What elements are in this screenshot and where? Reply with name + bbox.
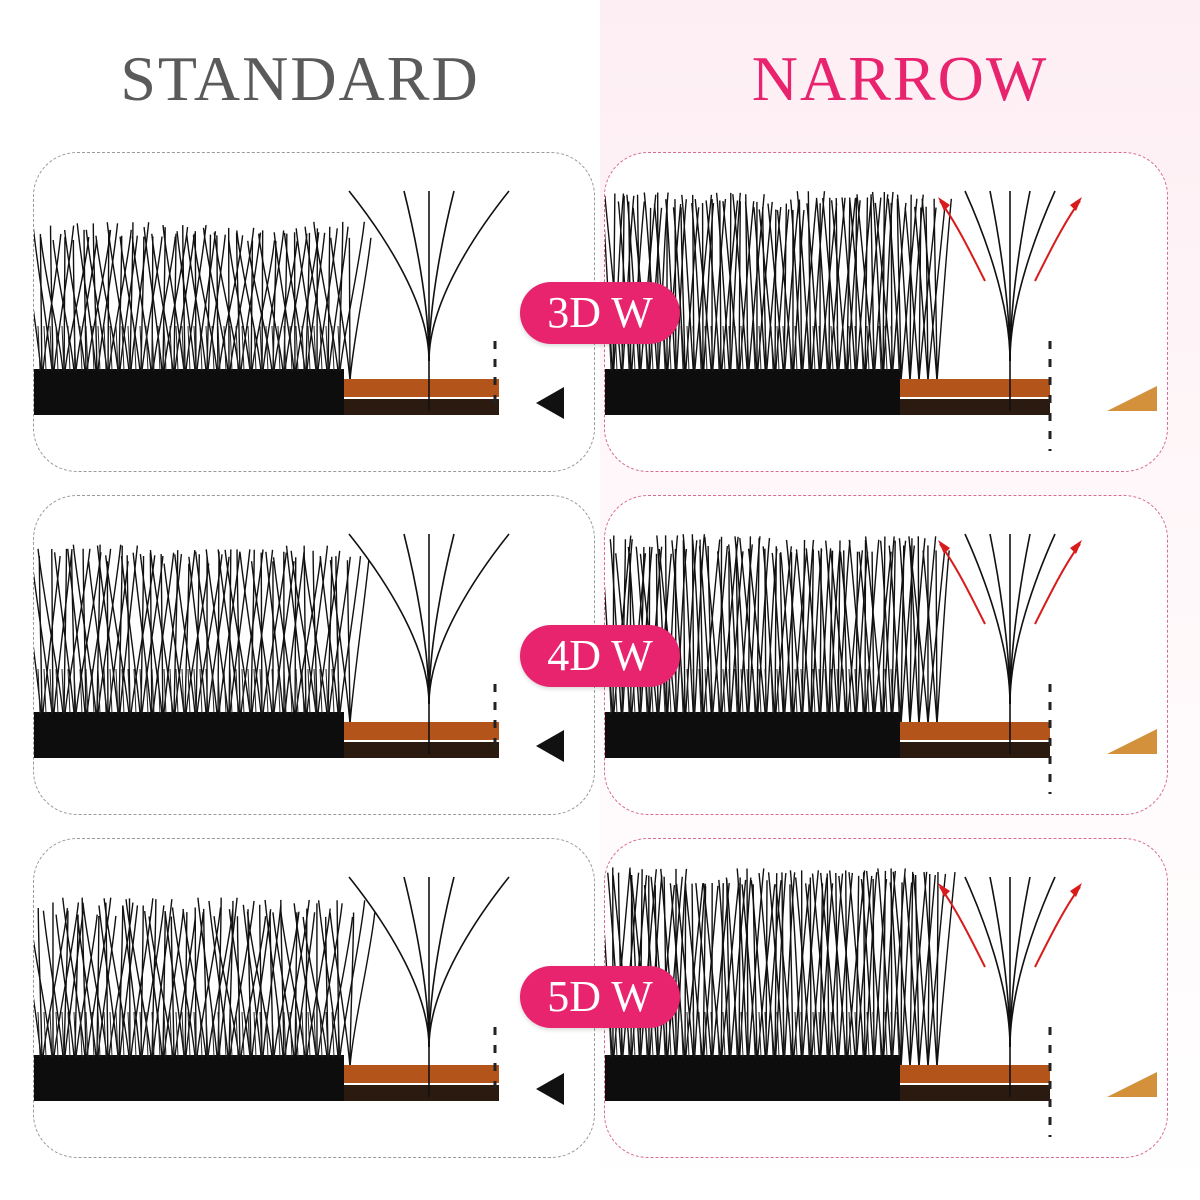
- lash-base-fibers: [608, 325, 900, 372]
- single-lash-bundle: [964, 876, 1056, 1097]
- type-badge-5dw: 5D W: [520, 966, 680, 1028]
- narrow-heading: NARROW: [751, 43, 1049, 114]
- narrow-3dw-panel: [604, 152, 1168, 472]
- lash-tray-strip-shadow: [900, 742, 1050, 758]
- lash-base-fibers: [37, 1011, 341, 1058]
- standard-5dw-panel: [33, 838, 595, 1158]
- lash-base-band: [605, 1055, 900, 1101]
- narrow-lash-photo: [605, 867, 1157, 1137]
- lash-tray-strip-shadow: [900, 399, 1050, 415]
- standard-lash-photo: [34, 190, 564, 419]
- single-lash-bundle: [964, 190, 1056, 411]
- standard-3dw-panel: [33, 152, 595, 472]
- lash-tray-strip-shadow: [344, 742, 499, 758]
- orange-triangle-pointer-icon: [1107, 1072, 1157, 1097]
- lash-tray-strip: [344, 379, 499, 397]
- standard-lash-photo: [34, 876, 564, 1105]
- lash-tray-strip-shadow: [900, 1085, 1050, 1101]
- lash-base-band: [605, 369, 900, 415]
- black-triangle-pointer-icon: [536, 730, 564, 762]
- lash-fan-group: [34, 221, 372, 382]
- lash-base-band: [34, 1055, 344, 1101]
- lash-fan-group: [34, 544, 370, 725]
- lash-base-band: [605, 712, 900, 758]
- standard-lash-photo: [34, 533, 564, 762]
- single-lash-bundle: [348, 533, 510, 754]
- lash-tray-strip: [344, 1065, 499, 1083]
- orange-triangle-pointer-icon: [1107, 729, 1157, 754]
- lash-base-band: [34, 712, 344, 758]
- lash-base-band: [34, 369, 344, 415]
- type-badge-4dw: 4D W: [520, 625, 680, 687]
- standard-heading: STANDARD: [120, 43, 480, 114]
- lash-tray-strip: [344, 722, 499, 740]
- lash-base-fibers: [608, 1011, 900, 1058]
- lash-tray-strip-shadow: [344, 399, 499, 415]
- lash-base-fibers: [37, 325, 341, 372]
- lash-tray-strip: [900, 722, 1050, 740]
- lash-fan-group: [34, 897, 376, 1068]
- narrow-lash-photo: [605, 533, 1157, 794]
- narrow-lash-photo: [605, 190, 1157, 451]
- lash-base-fibers: [37, 668, 341, 715]
- narrow-5dw-panel: [604, 838, 1168, 1158]
- lash-tray-strip: [900, 1065, 1050, 1083]
- lash-tray-strip-shadow: [344, 1085, 499, 1101]
- orange-triangle-pointer-icon: [1107, 386, 1157, 411]
- type-badge-3dw: 3D W: [520, 282, 680, 344]
- lash-tray-strip: [900, 379, 1050, 397]
- single-lash-bundle: [348, 190, 510, 411]
- black-triangle-pointer-icon: [536, 1073, 564, 1105]
- narrow-4dw-panel: [604, 495, 1168, 815]
- single-lash-bundle: [964, 533, 1056, 754]
- black-triangle-pointer-icon: [536, 387, 564, 419]
- standard-4dw-panel: [33, 495, 595, 815]
- single-lash-bundle: [348, 876, 510, 1097]
